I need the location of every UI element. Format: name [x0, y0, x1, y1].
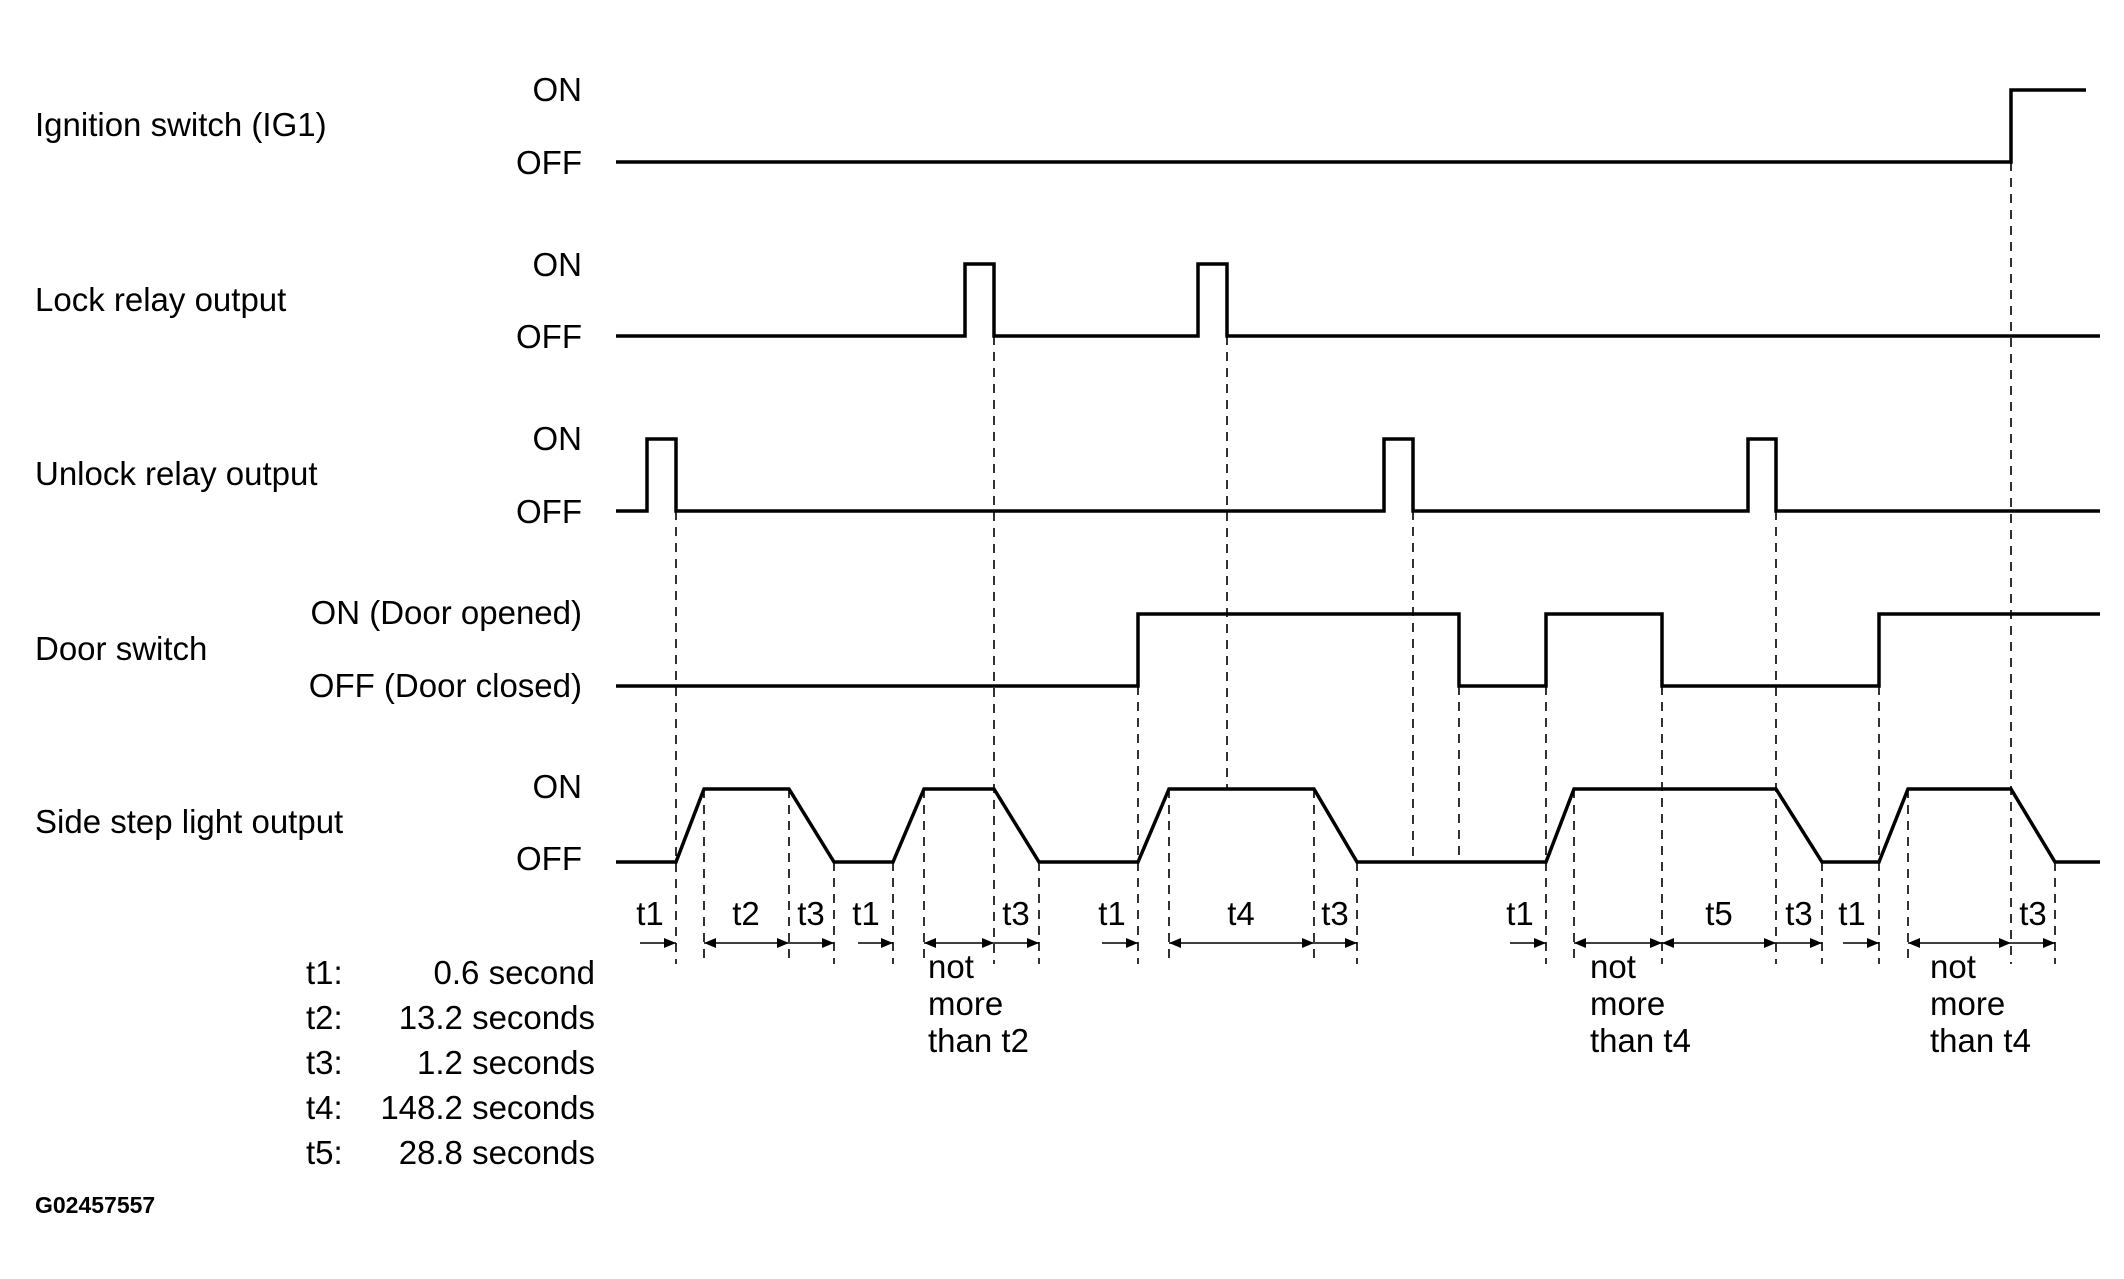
note-not-more-than-t4: not more than t4 — [1930, 948, 2031, 1059]
interval-label: t2 — [732, 895, 760, 932]
interval-label: t1 — [1506, 895, 1534, 932]
level-off-side-step-light: OFF — [516, 840, 582, 877]
interval-label: t1 — [1838, 895, 1866, 932]
svg-text:than t4: than t4 — [1930, 1022, 2031, 1059]
reference-lines — [675, 162, 2056, 964]
note-not-more-than-t2: not more than t2 — [928, 948, 1029, 1059]
signal-label-ignition: Ignition switch (IG1) — [35, 106, 327, 143]
level-off-unlock-relay: OFF — [516, 493, 582, 530]
interval-label: t3 — [2019, 895, 2047, 932]
interval-label: t5 — [1705, 895, 1733, 932]
signal-label-side-step-light: Side step light output — [35, 803, 343, 840]
svg-text:than t2: than t2 — [928, 1022, 1029, 1059]
figure-code: G02457557 — [35, 1192, 155, 1218]
svg-text:more: more — [928, 985, 1003, 1022]
signal-label-door-switch: Door switch — [35, 630, 207, 667]
level-off-ignition: OFF — [516, 144, 582, 181]
svg-text:t4:: t4: — [306, 1089, 343, 1126]
waveform-unlock-relay — [616, 437, 2100, 513]
level-on-lock-relay: ON — [533, 246, 583, 283]
svg-text:than t4: than t4 — [1590, 1022, 1691, 1059]
signal-label-lock-relay: Lock relay output — [35, 281, 286, 318]
svg-text:13.2 seconds: 13.2 seconds — [399, 999, 595, 1036]
interval-label: t1 — [1098, 895, 1126, 932]
svg-text:0.6 second: 0.6 second — [434, 954, 595, 991]
svg-text:more: more — [1930, 985, 2005, 1022]
waveform-door-switch — [616, 612, 2100, 688]
interval-label: t3 — [1321, 895, 1349, 932]
interval-label: t1 — [852, 895, 880, 932]
waveform-lock-relay — [616, 262, 2100, 338]
interval-label: t4 — [1227, 895, 1255, 932]
signal-label-unlock-relay: Unlock relay output — [35, 455, 317, 492]
svg-text:more: more — [1590, 985, 1665, 1022]
svg-text:not: not — [1930, 948, 1976, 985]
level-off-lock-relay: OFF — [516, 318, 582, 355]
svg-text:148.2 seconds: 148.2 seconds — [380, 1089, 595, 1126]
interval-label: t1 — [636, 895, 664, 932]
interval-label: t3 — [797, 895, 825, 932]
level-off-door-switch: OFF (Door closed) — [309, 667, 582, 704]
interval-label: t3 — [1002, 895, 1030, 932]
level-on-side-step-light: ON — [533, 768, 583, 805]
level-on-unlock-relay: ON — [533, 420, 583, 457]
svg-text:t1:: t1: — [306, 954, 343, 991]
level-on-door-switch: ON (Door opened) — [311, 594, 582, 631]
svg-text:t5:: t5: — [306, 1134, 343, 1171]
interval-dimension-arrows — [640, 938, 2055, 948]
waveform-ignition — [616, 88, 2086, 164]
svg-text:not: not — [1590, 948, 1636, 985]
interval-label: t3 — [1785, 895, 1813, 932]
waveform-side-step-light — [616, 787, 2100, 864]
svg-text:28.8 seconds: 28.8 seconds — [399, 1134, 595, 1171]
svg-text:not: not — [928, 948, 974, 985]
svg-text:t3:: t3: — [306, 1044, 343, 1081]
note-not-more-than-t4: not more than t4 — [1590, 948, 1691, 1059]
interval-legend: t1: 0.6 second t2: 13.2 seconds t3: 1.2 … — [306, 954, 595, 1171]
svg-text:1.2 seconds: 1.2 seconds — [417, 1044, 595, 1081]
svg-text:t2:: t2: — [306, 999, 343, 1036]
level-on-ignition: ON — [533, 71, 583, 108]
